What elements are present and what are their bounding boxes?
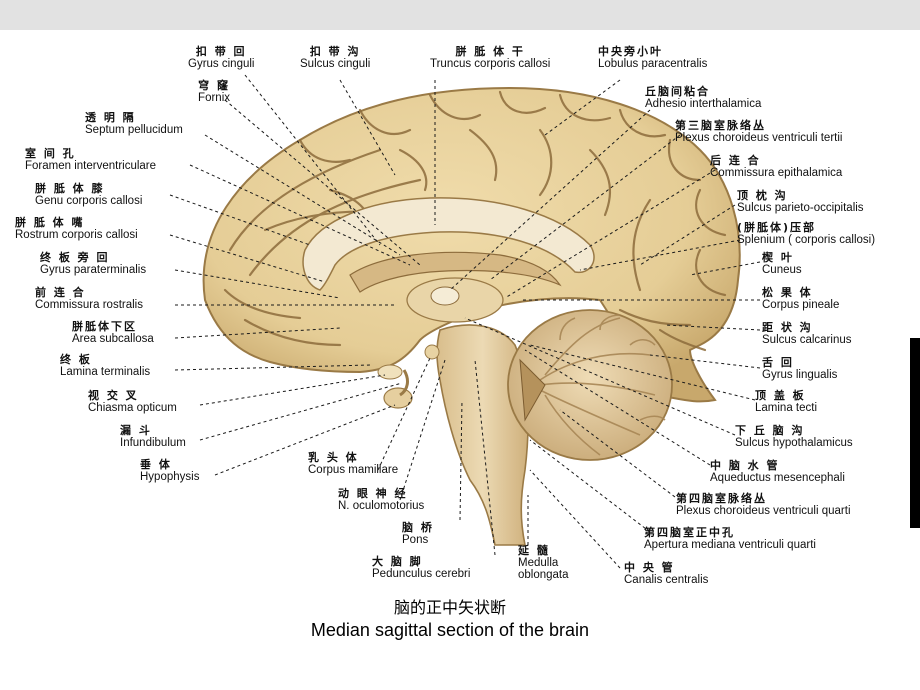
- corpus-callosum: [302, 197, 595, 291]
- top-bar: [0, 0, 920, 30]
- adhesio-interthalamica-shape: [430, 286, 460, 306]
- cerebellum: [507, 309, 673, 461]
- infundibulum-shape: [399, 369, 409, 397]
- arbor-vitae: [539, 314, 666, 456]
- hypophysis-shape: [383, 387, 413, 409]
- edge-marker: [910, 338, 920, 528]
- caption-chinese: 脑的正中矢状断: [393, 598, 506, 617]
- sulci: [223, 90, 727, 352]
- mamillary-shape: [424, 344, 440, 360]
- figure-caption: 脑的正中矢状断 Median sagittal section of the b…: [0, 598, 900, 642]
- caption-english: Median sagittal section of the brain: [310, 620, 590, 640]
- chiasma-shape: [377, 364, 403, 380]
- fornix-shape: [349, 251, 562, 293]
- leader-lines: [169, 74, 761, 569]
- fourth-ventricle: [519, 358, 546, 422]
